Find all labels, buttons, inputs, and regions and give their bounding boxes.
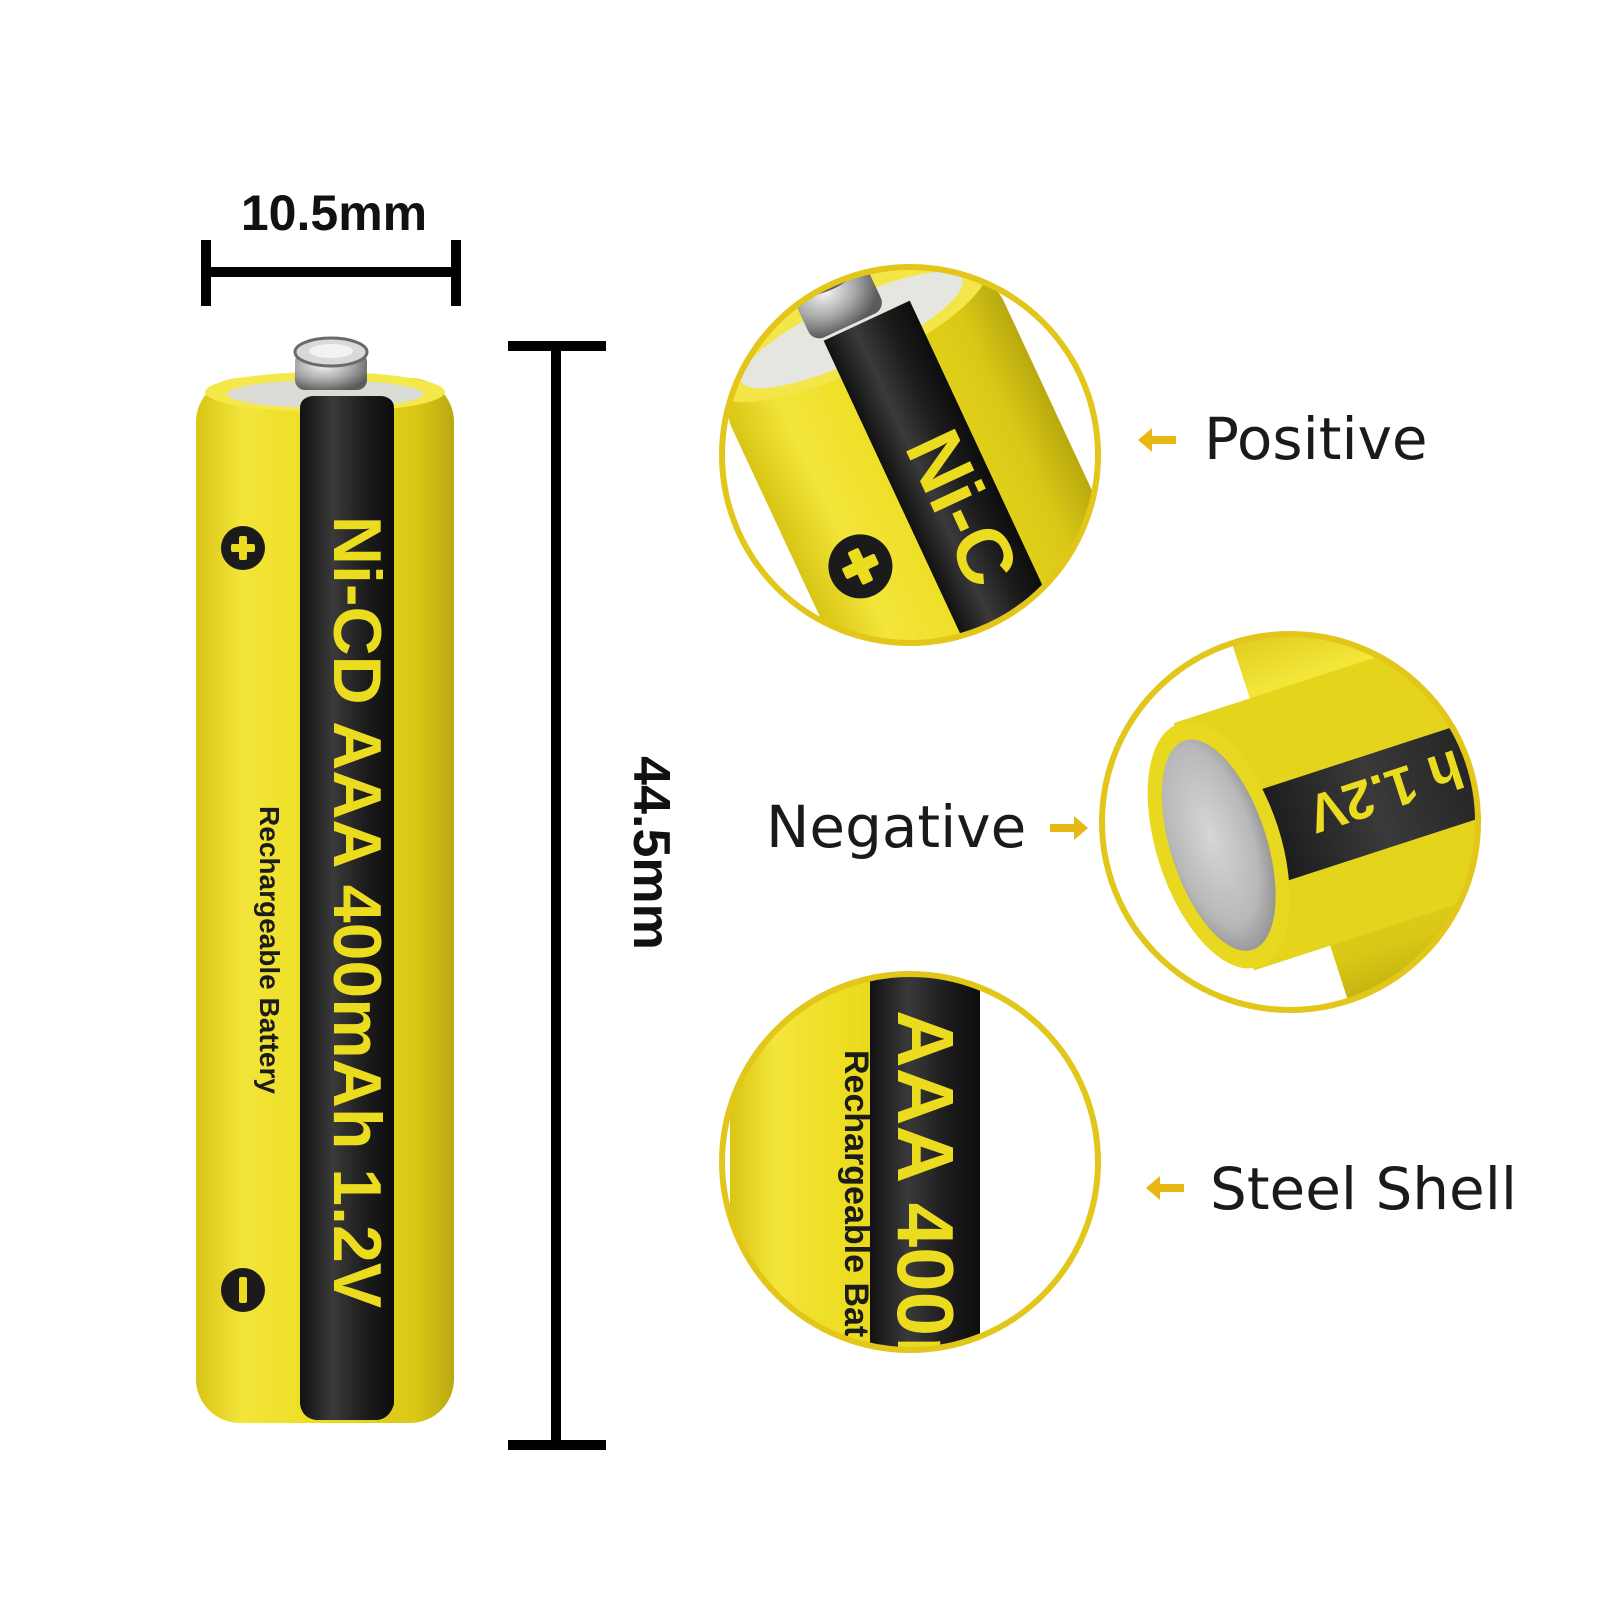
battery-sub-label: Rechargeable Battery bbox=[254, 806, 285, 1094]
zoom-steel-main-text: AAA 400m bbox=[881, 1010, 970, 1407]
zoom-negative: h 1.2V bbox=[1099, 631, 1481, 1013]
width-dimension: 10.5mm bbox=[201, 185, 461, 306]
plus-icon bbox=[221, 526, 265, 570]
zoom-steel-shell: AAA 400m Rechargeable Bat bbox=[719, 971, 1101, 1407]
battery: Ni-CD AAA 400mAh 1.2V Rechargeable Batte… bbox=[196, 336, 454, 1423]
callout-negative: Negative bbox=[766, 793, 1027, 861]
zoom-steel-sub-text: Rechargeable Bat bbox=[837, 1050, 875, 1337]
callout-positive: Positive bbox=[1204, 405, 1428, 473]
height-label: 44.5mm bbox=[622, 756, 680, 950]
arrow-left-icon bbox=[1146, 1176, 1184, 1200]
battery-main-label: Ni-CD AAA 400mAh 1.2V bbox=[319, 516, 395, 1308]
callout-steel-shell: Steel Shell bbox=[1210, 1155, 1517, 1223]
positive-terminal bbox=[293, 336, 369, 390]
minus-icon bbox=[221, 1268, 265, 1312]
height-dimension: 44.5mm bbox=[508, 341, 680, 1450]
arrow-right-icon bbox=[1050, 816, 1088, 840]
width-label: 10.5mm bbox=[241, 185, 427, 241]
arrow-left-icon bbox=[1138, 428, 1176, 452]
